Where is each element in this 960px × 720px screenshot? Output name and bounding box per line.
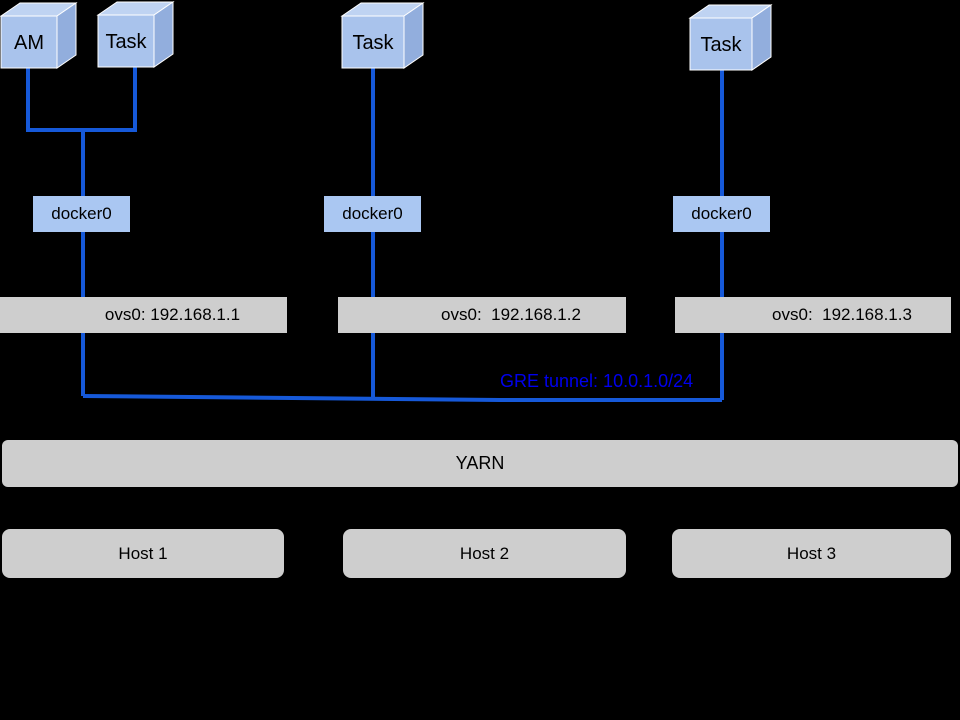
cube-front-face [689,17,753,71]
task2-container-cube-icon: Task [340,2,425,69]
ovs0-label: ovs0: 192.168.1.2 [441,305,581,324]
docker0-label: docker0 [342,204,403,223]
docker0-label: docker0 [51,204,112,223]
docker0-box-host1: docker0 [33,196,130,232]
task3-container-cube-icon: Task [688,4,773,71]
am-task-fork-line [26,65,137,132]
task3-cube-label: Task [700,34,742,56]
task1-container-cube-icon: Task [96,1,175,68]
cube-front-face [341,15,405,69]
ovs0-bar-host1: ovs0: 192.168.1.1 [0,297,287,333]
cube-front-face [0,15,58,69]
cube-front-face [97,14,155,68]
yarn-label: YARN [455,453,505,473]
ovs0-bar-host2: ovs0: 192.168.1.2 [338,297,626,333]
host-label: Host 1 [118,543,168,563]
host-bar-3: Host 3 [672,529,951,578]
yarn-bar: YARN [2,440,958,487]
am-container-cube-icon: AM [0,2,78,69]
docker0-box-host3: docker0 [673,196,770,232]
ovs0-bar-host3: ovs0: 192.168.1.3 [675,297,951,333]
gre-tunnel-label: GRE tunnel: 10.0.1.0/24 [500,371,694,391]
host-label: Host 2 [459,543,510,563]
host-label: Host 3 [786,543,837,563]
ovs0-label: ovs0: 192.168.1.3 [772,305,912,324]
am-cube-label: AM [14,32,44,54]
docker0-box-host2: docker0 [324,196,421,232]
gre-tunnel-line [82,394,722,402]
ovs0-label: ovs0: 192.168.1.1 [104,305,241,324]
task2-cube-label: Task [352,32,394,54]
host-bar-1: Host 1 [2,529,284,578]
docker0-label: docker0 [691,204,752,223]
task1-cube-label: Task [105,31,147,53]
host-bar-2: Host 2 [343,529,626,578]
